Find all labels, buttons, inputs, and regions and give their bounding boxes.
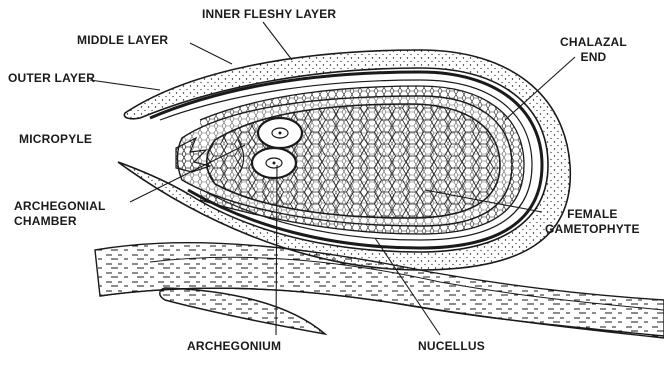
label-female-gametophyte: FEMALE GAMETOPHYTE [545, 207, 640, 237]
label-chalazal-end-line2: END [560, 50, 627, 65]
label-archegonial-chamber-line1: ARCHEGONIAL [14, 199, 106, 214]
label-archegonial-chamber: ARCHEGONIAL CHAMBER [14, 199, 106, 229]
label-female-gametophyte-line1: FEMALE [545, 207, 640, 222]
label-outer-layer: OUTER LAYER [8, 71, 95, 86]
label-middle-layer: MIDDLE LAYER [77, 33, 168, 48]
label-micropyle: MICROPYLE [19, 132, 92, 147]
label-female-gametophyte-line2: GAMETOPHYTE [545, 222, 640, 237]
label-inner-fleshy-layer: INNER FLESHY LAYER [202, 7, 336, 22]
label-chalazal-end-line1: CHALAZAL [560, 35, 627, 50]
label-archegonial-chamber-line2: CHAMBER [14, 214, 106, 229]
label-nucellus: NUCELLUS [418, 339, 485, 354]
label-chalazal-end: CHALAZAL END [560, 35, 627, 65]
label-archegonium: ARCHEGONIUM [187, 339, 281, 354]
